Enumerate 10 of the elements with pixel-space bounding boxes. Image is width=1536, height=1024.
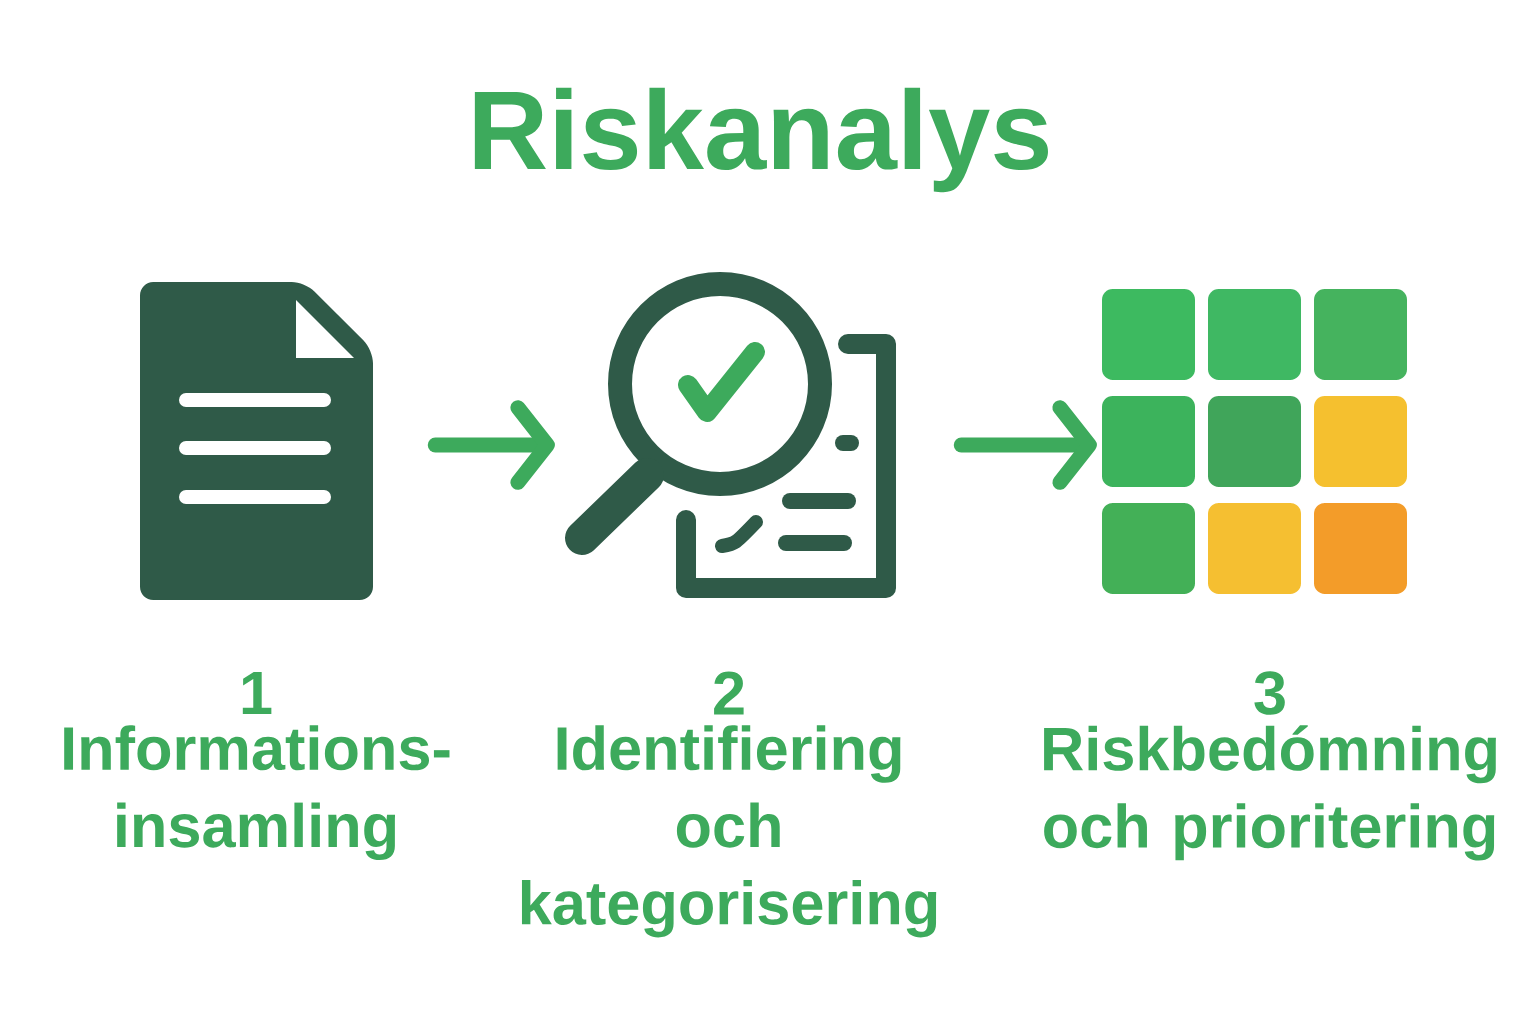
step-number: 1 <box>242 671 272 715</box>
step-number: 2 <box>714 671 744 715</box>
title: Riskanalys <box>474 87 1048 193</box>
step-number: 3 <box>1254 671 1285 715</box>
step-label: Informations- insamling <box>64 725 450 861</box>
step-label: Identifiering och kategorisering <box>521 725 937 938</box>
risk-matrix-drawing <box>1102 289 1407 594</box>
magnifier-drawing <box>565 272 896 598</box>
step-label: Riskbedómning och prioritering <box>1044 725 1496 861</box>
document-drawing <box>140 282 373 600</box>
